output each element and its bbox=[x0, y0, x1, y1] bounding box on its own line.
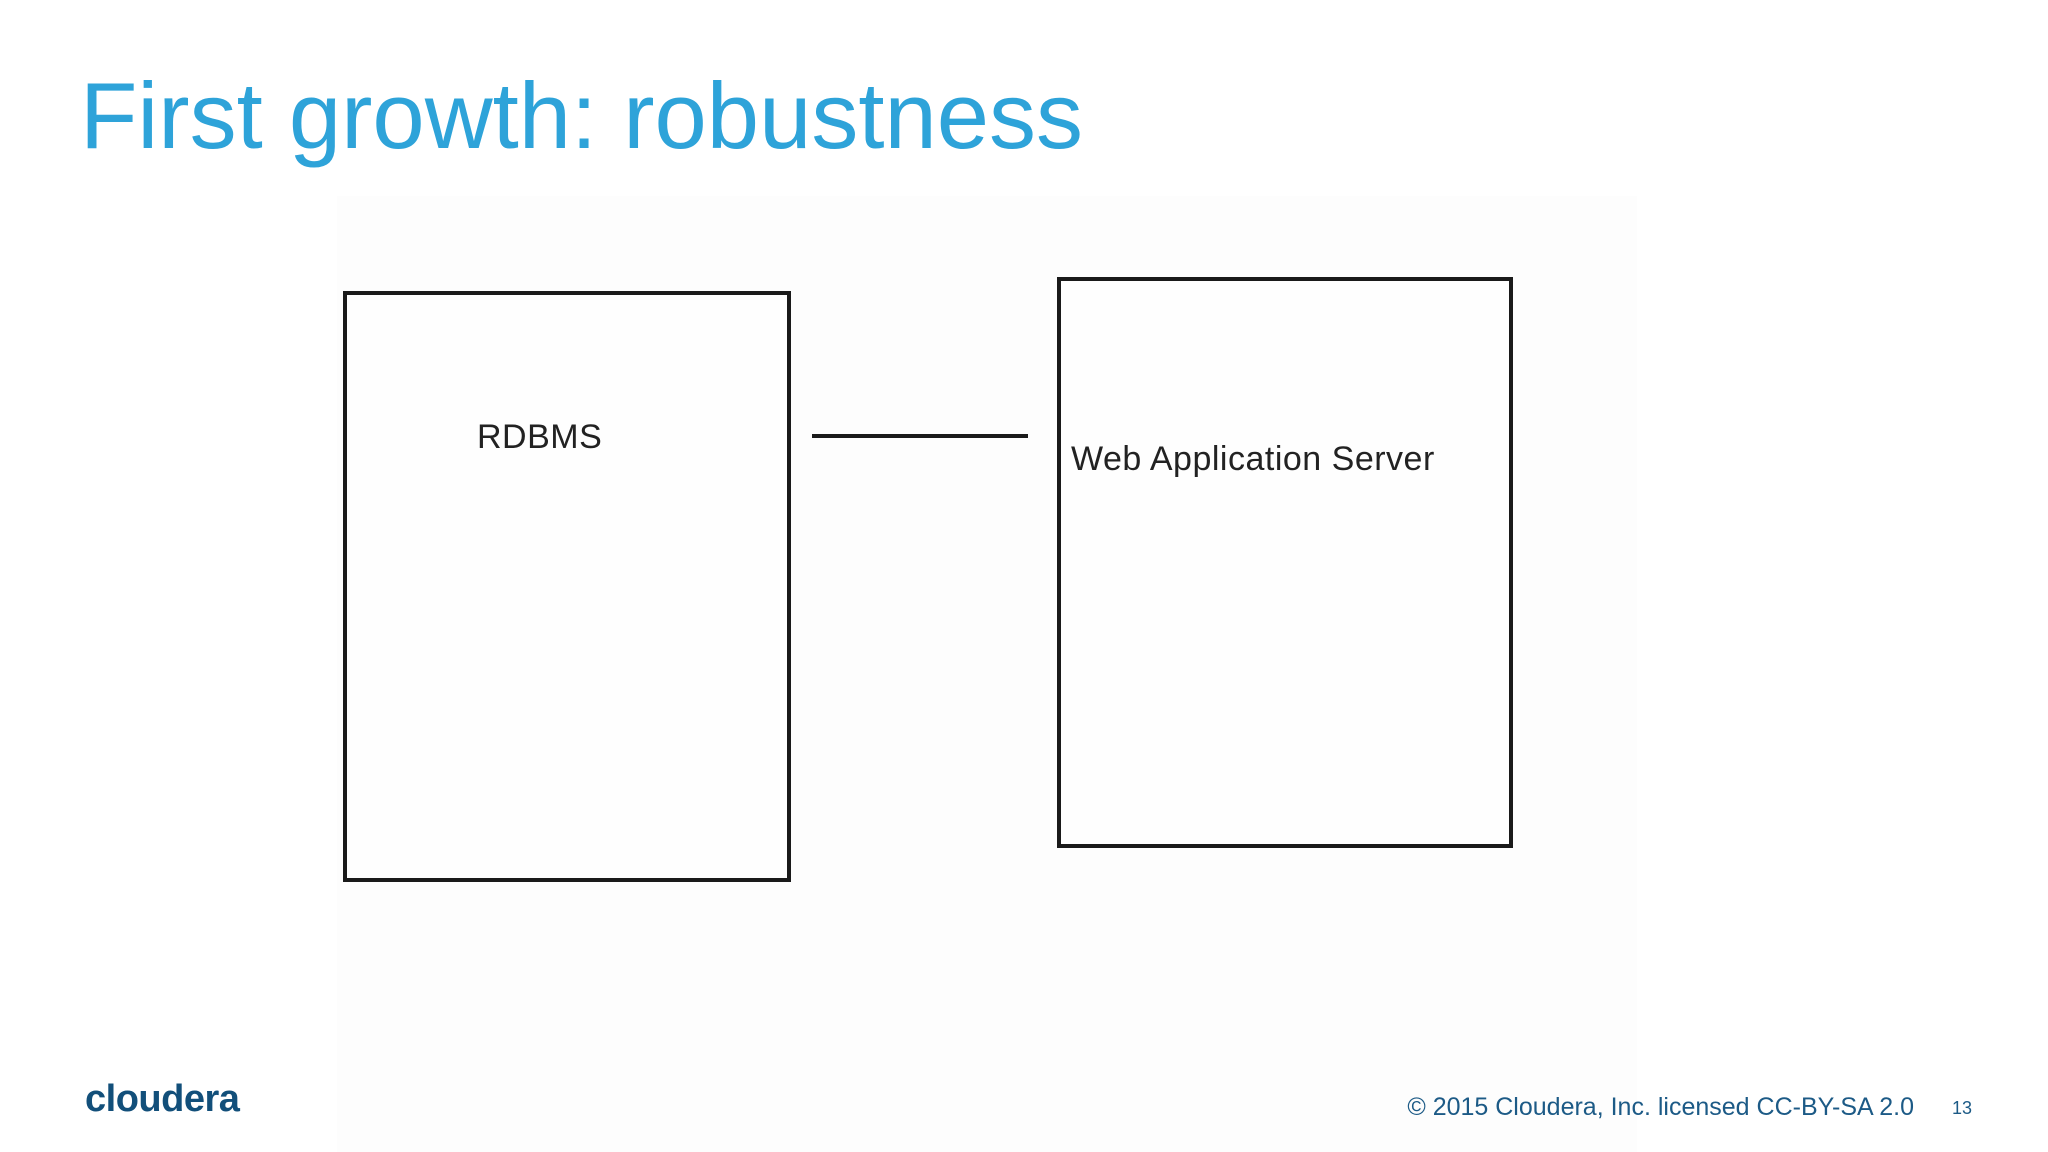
web-application-server-label: Web Application Server bbox=[1071, 440, 1435, 478]
connector-line bbox=[812, 434, 1028, 438]
web-application-server-box bbox=[1057, 277, 1513, 848]
rdbms-label: RDBMS bbox=[477, 418, 603, 456]
rdbms-box bbox=[343, 291, 791, 882]
copyright-text: © 2015 Cloudera, Inc. licensed CC-BY-SA … bbox=[1407, 1093, 1914, 1121]
cloudera-logo: cloudera bbox=[85, 1078, 240, 1120]
page-number: 13 bbox=[1951, 1098, 1972, 1118]
slide-title: First growth: robustness bbox=[80, 63, 1084, 168]
